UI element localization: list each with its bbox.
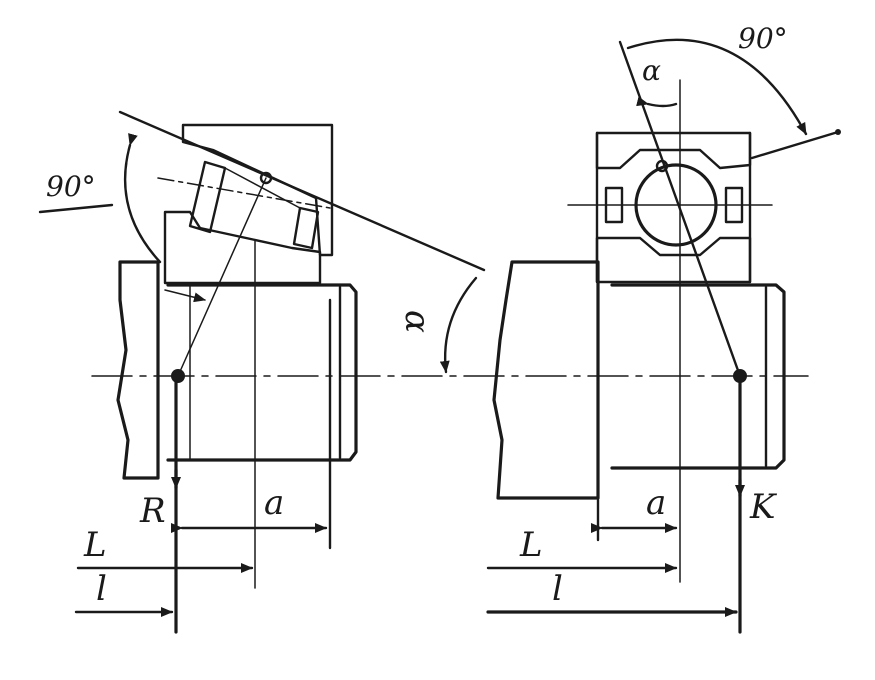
left-L-label: L (83, 525, 107, 565)
left-bearing-assembly (38, 110, 486, 634)
left-load-point (171, 369, 185, 383)
right-inner-ring (595, 236, 752, 284)
right-perpendicular-line (750, 130, 840, 160)
right-a-label: a (646, 483, 666, 523)
left-roller-1 (188, 160, 227, 234)
left-shaft (166, 283, 358, 462)
left-a-label: a (264, 483, 284, 523)
right-force-label: K (749, 487, 778, 527)
left-housing-wall (116, 260, 160, 480)
left-alpha-label: α (397, 310, 437, 333)
right-bearing-assembly (486, 38, 841, 634)
left-roller-axis (157, 177, 331, 209)
right-pressure-center (655, 159, 669, 173)
left-pressure-line (177, 177, 267, 377)
right-shaft (610, 283, 786, 470)
right-L-label: L (519, 525, 543, 565)
right-housing-wall (492, 260, 600, 500)
left-angle-leader (38, 203, 114, 214)
left-force-label: R (139, 491, 166, 531)
right-alpha-label: α (642, 54, 661, 87)
left-small-arrow (164, 289, 206, 303)
left-alpha-arc (439, 276, 478, 374)
left-pressure-center (259, 171, 273, 185)
right-alpha-arc (636, 96, 678, 108)
left-contact-line (118, 110, 486, 272)
left-angle-label: 90° (46, 170, 96, 203)
right-right-angle-arc (626, 38, 808, 136)
right-outer-ring (595, 131, 752, 170)
left-right-angle-arc (123, 133, 162, 264)
left-l-label: l (96, 569, 107, 609)
right-angle-label: 90° (738, 22, 788, 55)
right-l-label: l (552, 569, 563, 609)
right-perpendicular-end (835, 129, 841, 135)
left-outer-ring (181, 123, 334, 257)
left-roller-2 (292, 206, 320, 250)
